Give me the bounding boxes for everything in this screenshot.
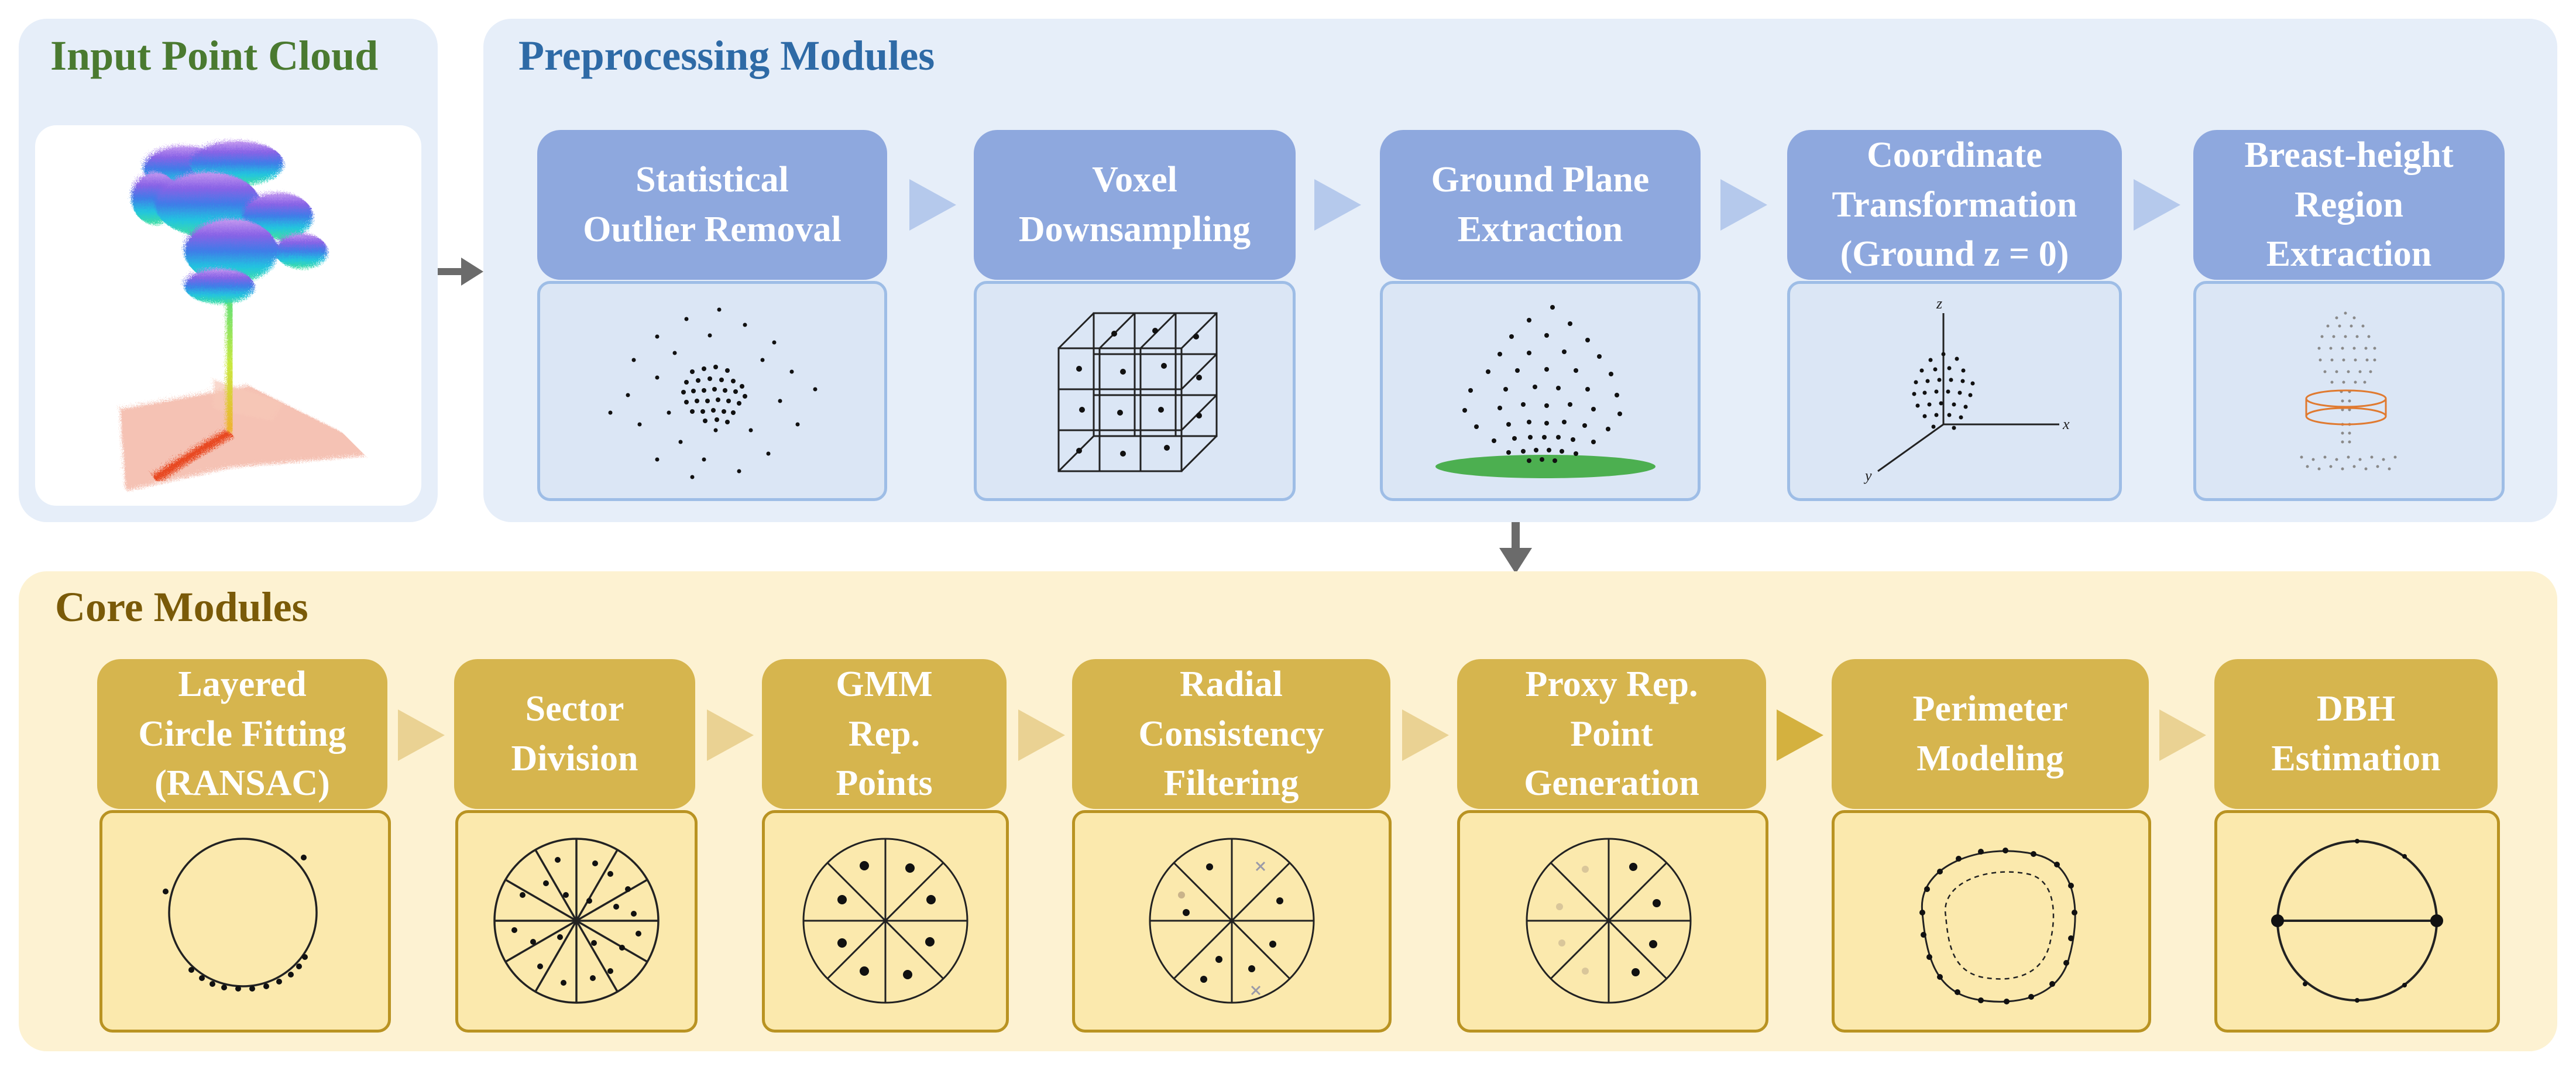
step-layered-circle-fitting: Layered Circle Fitting (RANSAC) (97, 659, 387, 809)
step-statistical-outlier-removal: Statistical Outlier Removal (537, 130, 887, 280)
input-point-cloud-image (35, 125, 421, 506)
input-panel-title: Input Point Cloud (50, 32, 379, 79)
breast-height-illustration (2193, 281, 2505, 501)
sector-division-illustration (455, 810, 698, 1033)
core-panel-title: Core Modules (55, 584, 308, 630)
trunk-slice-icon (2300, 311, 2397, 471)
gmm-points-icon (802, 838, 968, 1004)
step-ground-plane-extraction: Ground Plane Extraction (1380, 130, 1701, 280)
step-voxel-downsampling: Voxel Downsampling (974, 130, 1296, 280)
core-flow-arrow-3 (1018, 709, 1065, 761)
proxy-points-icon (1526, 838, 1692, 1004)
perimeter-illustration (1832, 810, 2151, 1033)
y-axis-label: y (1863, 467, 1872, 484)
ground-plane-illustration (1380, 281, 1701, 501)
axes-icon: z x y (1863, 295, 2070, 484)
core-flow-arrow-6 (2159, 709, 2206, 761)
dbh-diameter-icon (2271, 839, 2443, 1003)
gmm-illustration (762, 810, 1009, 1033)
x-axis-label: x (2062, 416, 2070, 433)
circle-fit-icon (163, 838, 318, 992)
dbh-illustration (2214, 810, 2500, 1033)
step-coordinate-transformation: Coordinate Transformation (Ground z = 0) (1787, 130, 2122, 280)
core-flow-arrow-2 (707, 709, 754, 761)
proxy-points-illustration (1457, 810, 1768, 1033)
step-proxy-rep-point-generation: Proxy Rep. Point Generation (1457, 659, 1766, 809)
step-perimeter-modeling: Perimeter Modeling (1832, 659, 2149, 809)
pre-flow-arrow-4 (2134, 179, 2180, 231)
z-axis-label: z (1936, 295, 1942, 312)
perimeter-icon (1919, 848, 2077, 1004)
coordinate-transformation-illustration: z x y (1787, 281, 2122, 501)
pre-flow-arrow-2 (1314, 179, 1361, 231)
outlier-removal-illustration (537, 281, 887, 501)
step-dbh-estimation: DBH Estimation (2214, 659, 2498, 809)
step-radial-consistency-filtering: Radial Consistency Filtering (1072, 659, 1390, 809)
pre-flow-arrow-3 (1720, 179, 1767, 231)
arrow-input-to-preprocessing (438, 258, 483, 286)
voxel-illustration (974, 281, 1296, 501)
ground-plane-icon (1435, 305, 1655, 478)
pre-flow-arrow-1 (909, 179, 956, 231)
step-gmm-rep-points: GMM Rep. Points (762, 659, 1007, 809)
sector-division-icon (493, 838, 660, 1004)
core-flow-arrow-5 (1777, 709, 1823, 761)
radial-filter-icon (1149, 838, 1315, 1004)
circle-fitting-illustration (99, 810, 391, 1033)
core-flow-arrow-4 (1402, 709, 1449, 761)
core-flow-arrow-1 (398, 709, 445, 761)
step-breast-height-region-extraction: Breast-height Region Extraction (2193, 130, 2505, 280)
arrow-preprocessing-to-core (1499, 522, 1532, 574)
voxel-grid-icon (1057, 312, 1218, 472)
preprocessing-panel-title: Preprocessing Modules (518, 32, 935, 79)
radial-filtering-illustration (1072, 810, 1392, 1033)
tree-point-cloud-icon (117, 138, 363, 488)
scattered-points-icon (608, 307, 818, 479)
step-sector-division: Sector Division (454, 659, 695, 809)
